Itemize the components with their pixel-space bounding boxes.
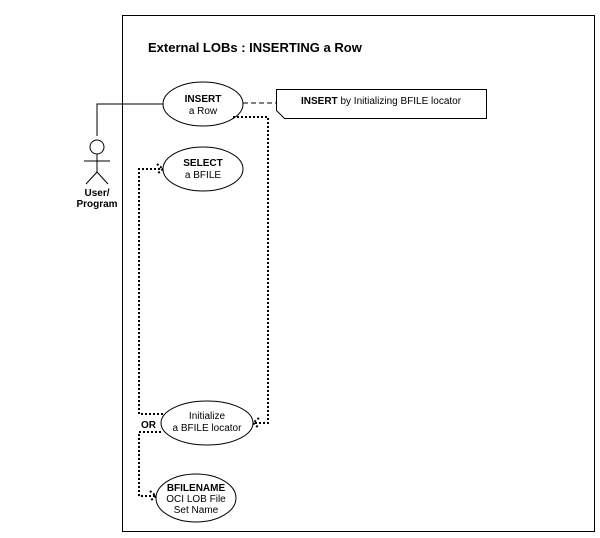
note-box (276, 89, 487, 119)
use-case-initialize (160, 400, 254, 446)
actor-label-line1: User/ (84, 188, 109, 199)
use-case-bfilename-line2: OCI LOB File (166, 494, 226, 505)
note-text-rest: by Initializing BFILE locator (338, 96, 462, 107)
use-case-select-line2: a BFILE (185, 170, 221, 181)
flow-insert-to-initialize (233, 116, 269, 424)
note-text-bold: INSERT (301, 96, 338, 107)
use-case-bfilename-line3: Set Name (174, 505, 219, 516)
actor-association (96, 103, 163, 136)
actor-label-line2: Program (76, 199, 117, 210)
actor-user-program (84, 139, 110, 185)
flow-initialize-to-bfilename (138, 431, 161, 497)
use-case-initialize-line2: a BFILE locator (173, 423, 243, 434)
flow-initialize-to-select (138, 168, 163, 415)
use-case-insert-line1: INSERT (185, 94, 222, 105)
arrowhead-initialize (251, 417, 260, 429)
use-case-select-line1: SELECT (183, 158, 222, 169)
use-case-bfilename (155, 473, 237, 523)
or-label: OR (141, 420, 157, 431)
use-case-initialize-line1: Initialize (189, 411, 226, 422)
use-case-insert-line2: a Row (189, 106, 218, 117)
use-case-insert (162, 81, 244, 127)
use-case-bfilename-line1: BFILENAME (167, 483, 226, 494)
use-case-select (162, 146, 244, 192)
note-text: INSERT by Initializing BFILE locator (301, 96, 462, 107)
arrowhead-select (156, 163, 165, 175)
diagram-frame (122, 15, 595, 532)
arrowhead-bfilename (149, 490, 158, 502)
diagram-title: External LOBs : INSERTING a Row (148, 40, 363, 55)
